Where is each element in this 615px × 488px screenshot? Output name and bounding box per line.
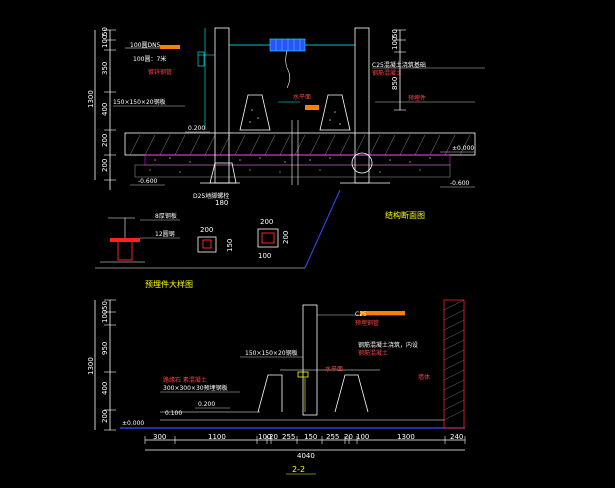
bot-bdim-4: 255 xyxy=(282,433,295,441)
top-dim-2: 350 xyxy=(101,62,109,75)
top-dim-total: 1300 xyxy=(87,90,95,108)
bot-bdim-0: 300 xyxy=(153,433,166,441)
top-rdim-2: 850 xyxy=(391,77,399,90)
top-section-title: 结构断面图 xyxy=(385,210,425,220)
lbl-water: 水平面 xyxy=(293,93,311,101)
bot-lbl-elev3: ±0.000 xyxy=(122,420,144,427)
bottom-section: 50 100 950 400 200 1300 C25 预埋钢 xyxy=(87,299,466,475)
bot-dim-total: 1300 xyxy=(87,357,95,375)
bot-lbl-elev2: 0.100 xyxy=(165,410,182,417)
lbl-elev-0200: 0.200 xyxy=(188,125,205,132)
bottom-section-title: 2-2 xyxy=(292,465,305,474)
top-dim-3: 400 xyxy=(101,103,109,116)
detail-lbl-b: 12圆钢 xyxy=(155,230,175,238)
bot-bdim-10: 240 xyxy=(450,433,463,441)
lbl-plate: 150×150×20钢板 xyxy=(113,98,166,106)
bot-lbl-top2: 钢筋混凝土 xyxy=(358,349,388,357)
bot-dim-3: 400 xyxy=(101,382,109,395)
bot-bdim-5: 150 xyxy=(304,433,317,441)
bot-bdim-1: 1100 xyxy=(208,433,226,441)
lbl-anchor-bolt: D25地脚螺栓 xyxy=(193,192,229,200)
detail-section: 8厚钢板 12圆钢 200 150 200 200 100 预埋件大样图 xyxy=(95,212,305,289)
bot-lbl-c25: C25 xyxy=(355,311,367,318)
bot-lbl-pad2: 300×300×30预埋钢板 xyxy=(163,384,228,392)
bot-dim-2: 950 xyxy=(101,342,109,355)
bot-dim-0: 50 xyxy=(101,301,109,310)
bot-lbl-plate: 150×150×20钢板 xyxy=(245,349,298,357)
detail-lbl-a: 8厚钢板 xyxy=(155,212,177,220)
bot-lbl-wall: 墙体 xyxy=(418,373,430,381)
detail-d1: 200 xyxy=(200,226,213,234)
lbl-elev-left: -0.600 xyxy=(138,178,158,185)
detail-d2: 200 xyxy=(260,218,273,226)
bot-bdim-2: 100 xyxy=(258,433,271,441)
bot-bdim-9: 1300 xyxy=(397,433,415,441)
bot-total: 4040 xyxy=(297,452,315,460)
lbl-elev-right2: -0.600 xyxy=(450,180,470,187)
top-dim-0: 50 xyxy=(101,27,109,36)
bot-lbl-pad: 路缘石 素混凝土 xyxy=(163,376,207,384)
lbl-anchor: 钢筋混凝土 xyxy=(372,69,402,77)
bot-lbl-elev1: 0.200 xyxy=(198,401,215,408)
bot-bdim-7: 20 xyxy=(344,433,353,441)
top-rdim-1: 100 xyxy=(391,37,399,50)
bot-bdim-6: 255 xyxy=(326,433,339,441)
lbl-rod: 预埋件 xyxy=(408,94,426,102)
bot-bdim-8: 100 xyxy=(356,433,369,441)
top-rdim-0: 50 xyxy=(391,29,399,38)
detail-title: 预埋件大样图 xyxy=(145,279,193,289)
top-dim-1: 100 xyxy=(101,35,109,48)
top-dim-4: 200 xyxy=(101,134,109,147)
lbl-concrete: C25混凝土浇筑基础 xyxy=(372,61,426,69)
bot-dim-4: 200 xyxy=(101,410,109,423)
bot-lbl-rod: 预埋钢管 xyxy=(355,319,379,327)
detail-d5: 100 xyxy=(258,252,271,260)
bot-bdim-3: 20 xyxy=(269,433,278,441)
lbl-tube: 镀锌钢管 xyxy=(148,68,172,76)
bot-lbl-top: 钢筋混凝土浇筑，内设 xyxy=(358,341,418,349)
detail-d4: 200 xyxy=(282,231,290,244)
top-dim-5: 200 xyxy=(101,159,109,172)
detail-d3: 150 xyxy=(226,239,234,252)
lbl-small-dim: 180 xyxy=(215,199,228,207)
top-section: 50 100 350 400 200 200 1300 xyxy=(87,27,485,269)
lbl-top1: 100圆DN5 xyxy=(130,42,161,49)
bot-lbl-water: 水平面 xyxy=(325,365,343,373)
lbl-top2: 100圆：7米 xyxy=(133,55,166,63)
bot-dim-1: 100 xyxy=(101,310,109,323)
lbl-elev-right: ±0.000 xyxy=(452,145,474,152)
